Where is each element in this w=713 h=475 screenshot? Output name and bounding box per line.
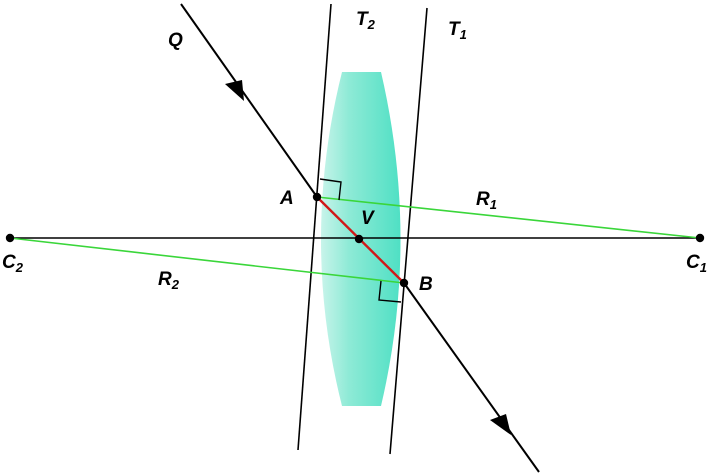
label-c1: C1 <box>686 252 707 275</box>
label-t2: T2 <box>356 9 376 32</box>
right-angle-marker-a <box>319 178 342 201</box>
incident-ray-arrowhead <box>225 80 244 101</box>
point-c2 <box>5 233 15 243</box>
label-t1: T1 <box>448 19 467 42</box>
radius-line-r1 <box>316 196 701 239</box>
label-v: V <box>361 208 375 229</box>
label-a: A <box>279 188 294 209</box>
tangent-line-t1 <box>389 7 428 455</box>
right-angle-marker-b <box>378 280 402 303</box>
emergent-ray <box>403 282 540 473</box>
label-r1: R1 <box>476 189 497 212</box>
tangent-line-t2 <box>297 3 332 451</box>
incident-ray <box>180 3 318 198</box>
label-c2: C2 <box>2 252 24 275</box>
emergent-ray-arrowhead <box>490 414 511 435</box>
label-q: Q <box>168 30 183 51</box>
point-a <box>312 192 322 202</box>
point-v <box>354 234 364 244</box>
point-c1 <box>695 233 705 243</box>
point-b <box>399 278 409 288</box>
radius-line-r2 <box>9 237 405 284</box>
label-b: B <box>419 274 433 295</box>
label-r2: R2 <box>158 269 180 292</box>
